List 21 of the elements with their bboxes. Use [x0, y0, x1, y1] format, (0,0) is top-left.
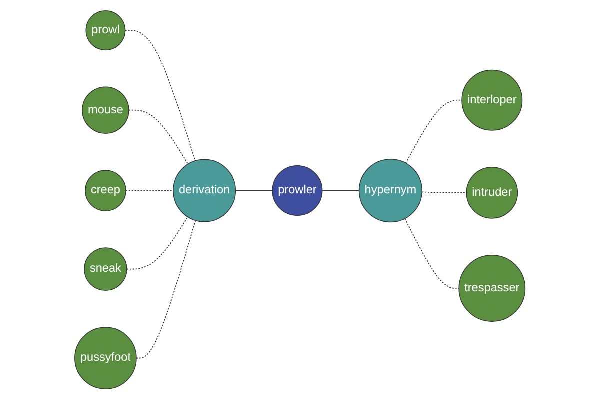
connector	[322, 190, 360, 192]
node-circle: hypernym	[358, 158, 422, 223]
node-circle: sneak	[84, 248, 128, 291]
node-circle: creep	[84, 170, 126, 212]
node-circle: pussyfoot	[74, 327, 137, 390]
connector	[126, 216, 188, 270]
node-circle: interloper	[462, 70, 523, 131]
node-circle: prowler	[272, 166, 323, 216]
node-circle: prowl	[86, 10, 126, 51]
connector	[136, 220, 196, 359]
connector	[404, 218, 460, 289]
node-circle: derivation	[172, 159, 236, 222]
connector	[124, 30, 196, 162]
node-circle: trespasser	[458, 255, 526, 322]
connector	[422, 192, 467, 194]
node-circle: mouse	[82, 86, 130, 134]
connector	[235, 190, 273, 192]
connector	[128, 110, 189, 165]
connector	[405, 100, 462, 164]
connector	[126, 190, 174, 192]
node-circle: intruder	[466, 167, 518, 219]
